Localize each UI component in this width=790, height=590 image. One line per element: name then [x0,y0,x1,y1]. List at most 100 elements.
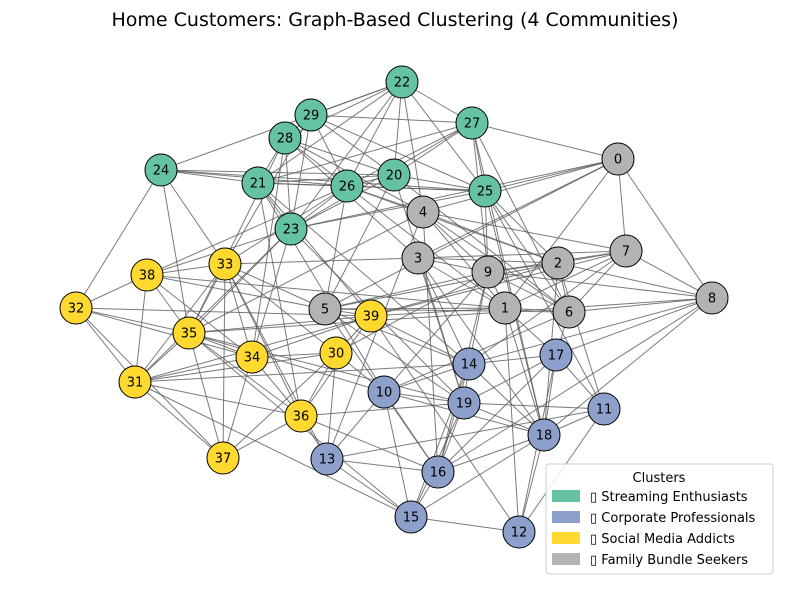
node-35[interactable]: 35 [172,316,206,350]
node-27[interactable]: 27 [455,106,489,140]
edge-5-1 [324,307,506,310]
node-8[interactable]: 8 [695,281,729,315]
node-39[interactable]: 39 [354,299,388,333]
node-9[interactable]: 9 [471,255,505,289]
edge-24-32 [75,169,162,309]
edge-1-38 [146,274,506,309]
edge-24-35 [160,169,190,334]
node-label: 27 [464,117,481,132]
node-38[interactable]: 38 [130,258,164,292]
node-34[interactable]: 34 [235,340,269,374]
edge-4-35 [188,211,424,334]
node-circle [118,365,152,399]
node-37[interactable]: 37 [206,441,240,475]
node-13[interactable]: 13 [310,442,344,476]
node-32[interactable]: 32 [59,291,93,325]
node-21[interactable]: 21 [241,166,275,200]
edge-6-8 [568,297,713,313]
edge-2-11 [557,262,605,410]
node-28[interactable]: 28 [268,121,302,155]
edge-5-19 [324,308,465,404]
node-label: 39 [363,310,380,325]
node-7[interactable]: 7 [609,234,643,268]
edge-0-4 [422,158,619,213]
node-1[interactable]: 1 [488,291,522,325]
node-11[interactable]: 11 [587,392,621,426]
node-12[interactable]: 12 [502,515,536,549]
node-circle [367,375,401,409]
node-label: 28 [277,132,294,147]
edge-28-34 [251,137,286,358]
node-23[interactable]: 23 [274,212,308,246]
edge-23-0 [290,158,619,230]
edge-39-34 [251,315,372,358]
node-circle [401,241,435,275]
node-2[interactable]: 2 [541,246,575,280]
node-label: 31 [127,376,144,391]
node-10[interactable]: 10 [367,375,401,409]
node-circle [377,158,411,192]
node-15[interactable]: 15 [394,500,428,534]
node-26[interactable]: 26 [330,169,364,203]
node-18[interactable]: 18 [527,418,561,452]
node-circle [294,98,328,132]
node-3[interactable]: 3 [401,241,435,275]
node-circle [59,291,93,325]
legend-swatch-streaming [552,490,580,502]
edge-3-14 [417,257,470,365]
node-label: 25 [477,185,494,200]
node-circle [541,246,575,280]
node-circle [452,347,486,381]
chart-title: Home Customers: Graph-Based Clustering (… [111,9,678,31]
edge-32-35 [75,307,190,334]
edge-10-15 [383,391,412,518]
node-17[interactable]: 17 [539,338,573,372]
node-24[interactable]: 24 [144,153,178,187]
node-16[interactable]: 16 [421,455,455,489]
node-5[interactable]: 5 [308,292,342,326]
node-0[interactable]: 0 [601,142,635,176]
edge-21-39 [257,182,372,317]
edge-31-14 [134,363,470,383]
legend-label-streaming: ▯ Streaming Enthusiasts [590,490,748,505]
node-33[interactable]: 33 [208,247,242,281]
edge-23-34 [251,228,292,358]
edge-15-12 [410,516,520,533]
node-29[interactable]: 29 [294,98,328,132]
edge-20-5 [324,174,395,310]
edge-22-23 [290,81,403,230]
node-31[interactable]: 31 [118,365,152,399]
node-30[interactable]: 30 [319,336,353,370]
node-4[interactable]: 4 [406,195,440,229]
edge-38-31 [134,274,148,383]
node-22[interactable]: 22 [385,65,419,99]
edge-9-30 [335,271,489,354]
node-circle [406,195,440,229]
edge-33-30 [224,263,337,354]
edge-1-39 [370,307,506,317]
edge-9-8 [487,271,713,299]
edge-14-18 [468,363,545,436]
node-label: 37 [215,452,232,467]
node-label: 11 [596,403,613,418]
node-19[interactable]: 19 [447,386,481,420]
node-circle [468,174,502,208]
node-circle [502,515,536,549]
edge-35-39 [188,315,372,334]
node-14[interactable]: 14 [452,347,486,381]
node-6[interactable]: 6 [552,295,586,329]
legend: Clusters ▯ Streaming Enthusiasts▯ Corpor… [545,463,774,575]
node-label: 20 [386,169,403,184]
edge-27-6 [471,122,570,313]
node-circle [609,234,643,268]
node-25[interactable]: 25 [468,174,502,208]
node-36[interactable]: 36 [284,399,318,433]
edge-23-35 [188,228,292,334]
node-label: 5 [321,303,329,318]
node-circle [268,121,302,155]
node-label: 7 [622,245,630,260]
edge-21-20 [257,174,395,184]
node-20[interactable]: 20 [377,158,411,192]
edge-0-5 [324,158,619,310]
